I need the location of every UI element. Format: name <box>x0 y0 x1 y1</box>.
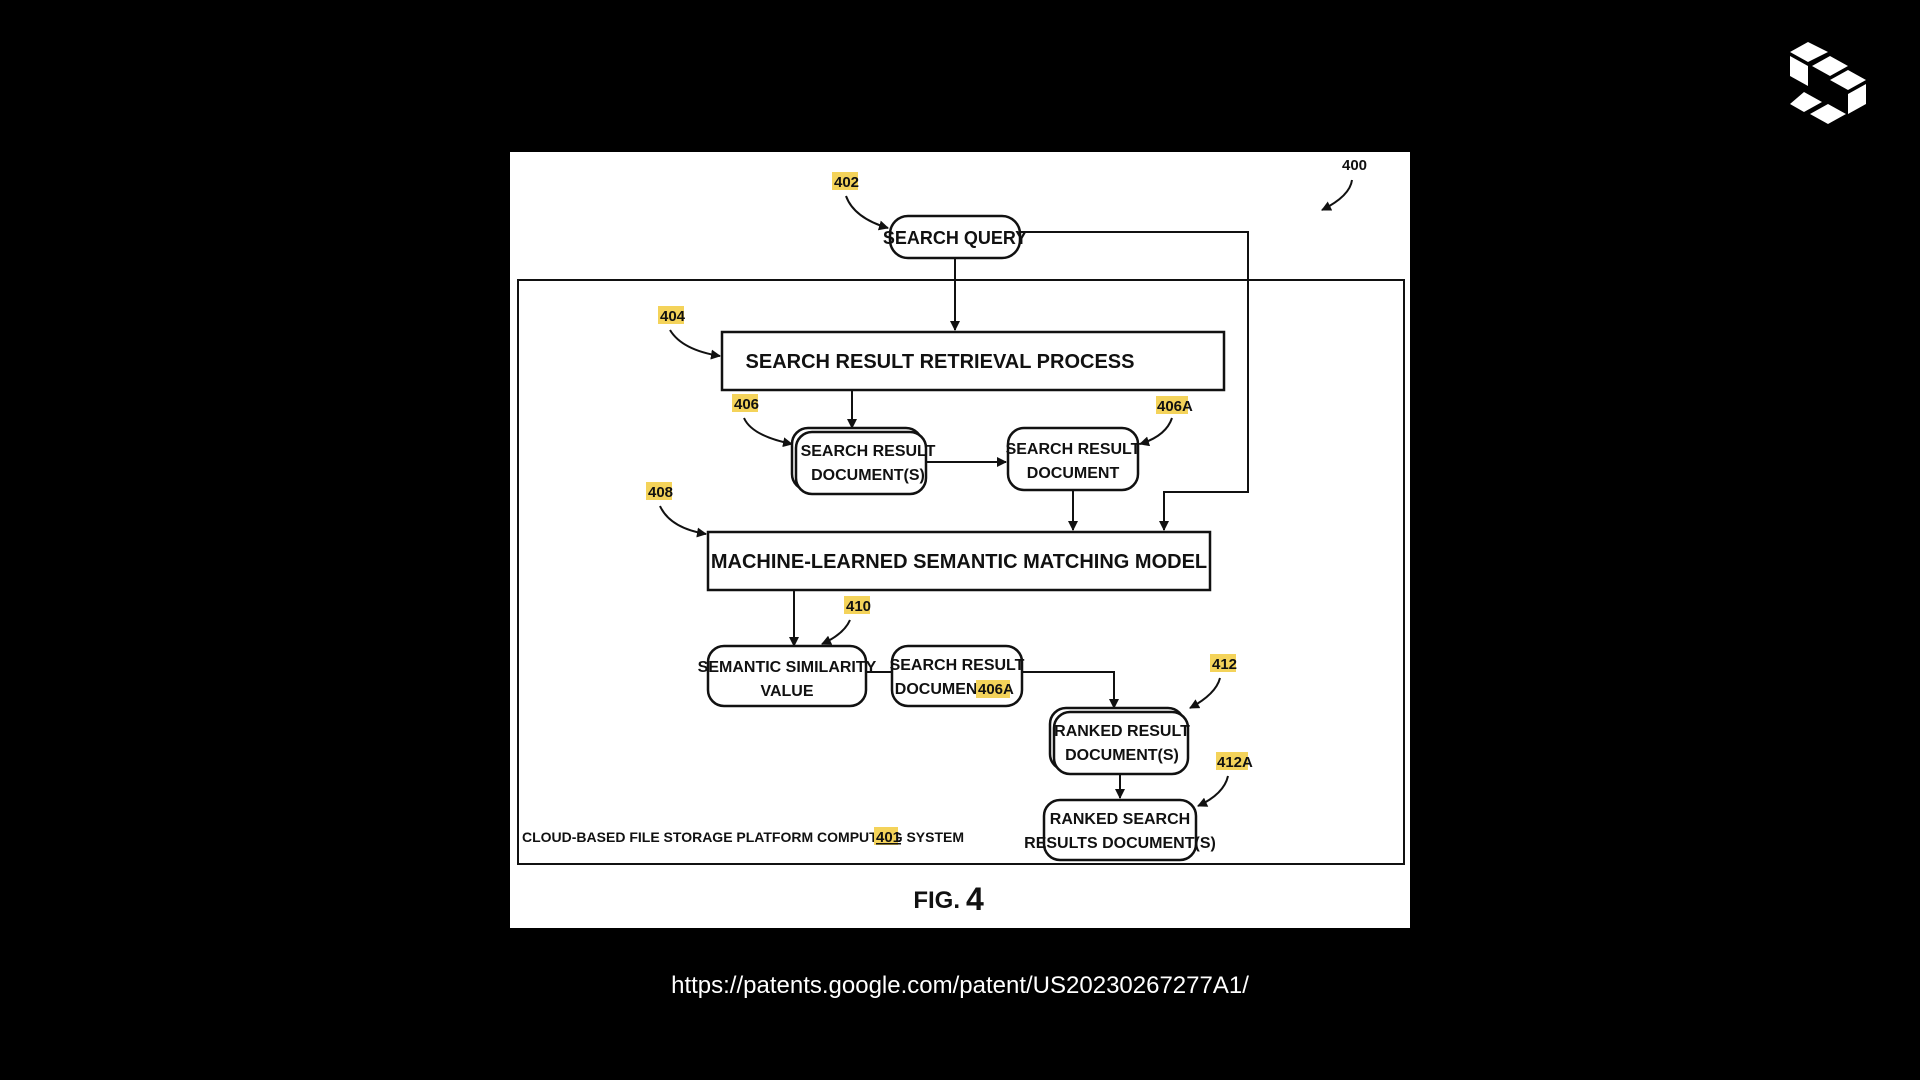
ref-412-arrow <box>1189 677 1221 709</box>
ref-412-highlight <box>1210 654 1236 672</box>
ref-402-arrow <box>845 195 889 231</box>
ref-402: 402 <box>834 174 859 191</box>
similarity-value-node <box>706 644 868 708</box>
ref-410: 410 <box>846 598 871 615</box>
matching-model-node <box>706 530 1212 592</box>
retrieval-process-label: SEARCH RESULT RETRIEVAL PROCESS <box>746 351 1135 373</box>
ranked-documents-line2: DOCUMENT(S) <box>1065 747 1179 764</box>
ref-412a-highlight <box>1216 752 1248 770</box>
figure-caption-prefix: FIG. <box>913 887 960 914</box>
retrieval-process-node <box>720 330 1226 392</box>
ref-408-arrow <box>659 505 707 538</box>
result-documents-line1: SEARCH RESULT <box>801 443 936 460</box>
ref-400: 400 <box>1342 157 1367 174</box>
ref-404: 404 <box>660 308 686 325</box>
ref-406-arrow <box>743 417 793 448</box>
ref-400-arrow <box>1321 179 1353 211</box>
brand-logo <box>1790 42 1866 132</box>
document-to-ranked-arrow <box>1022 671 1119 709</box>
ref-412: 412 <box>1212 656 1237 673</box>
source-url: https://patents.google.com/patent/US2023… <box>671 972 1249 999</box>
figure-caption-number: 4 <box>966 881 984 917</box>
ranked-search-results-line2: RESULTS DOCUMENT(S) <box>1024 835 1216 852</box>
ref-402-highlight <box>832 172 858 190</box>
similarity-value-line2: VALUE <box>760 683 813 700</box>
ranked-search-results-line1: RANKED SEARCH <box>1050 811 1190 828</box>
ranked-search-results-node <box>1042 798 1198 862</box>
ref-408: 408 <box>648 484 673 501</box>
stacked-s-logo-icon <box>1790 42 1866 124</box>
ref-406a-inline-highlight <box>976 680 1010 698</box>
ref-401-highlight <box>874 827 898 845</box>
result-document-406a-ref: 406A <box>978 681 1014 698</box>
ref-410-arrow <box>821 619 851 645</box>
similarity-value-line1: SEMANTIC SIMILARITY <box>698 659 877 676</box>
result-documents-line2: DOCUMENT(S) <box>811 467 925 484</box>
search-query-label: SEARCH QUERY <box>883 228 1027 248</box>
result-document-406a-line1: SEARCH RESULT <box>890 657 1025 674</box>
system-label: CLOUD-BASED FILE STORAGE PLATFORM COMPUT… <box>522 829 964 845</box>
ref-410-highlight <box>844 596 870 614</box>
query-to-model-arrow <box>1020 231 1249 531</box>
patent-figure: 400 SEARCH QUERY 402 SEARCH RESULT RETRI… <box>510 152 1410 928</box>
result-document-406a-line2: DOCUMENT <box>895 681 988 698</box>
ref-404-arrow <box>669 329 721 360</box>
ref-412a: 412A <box>1217 754 1253 771</box>
ref-406a-arrow <box>1139 417 1173 447</box>
ranked-documents-node <box>1052 710 1190 776</box>
result-document-line1: SEARCH RESULT <box>1006 441 1141 458</box>
result-document-line2: DOCUMENT <box>1027 465 1120 482</box>
ref-408-highlight <box>646 482 672 500</box>
system-boundary <box>517 279 1405 865</box>
matching-model-label: MACHINE-LEARNED SEMANTIC MATCHING MODEL <box>711 551 1207 573</box>
ref-406-highlight <box>732 394 758 412</box>
ref-406a-highlight <box>1156 396 1188 414</box>
ranked-documents-line1: RANKED RESULT <box>1054 723 1190 740</box>
ref-404-highlight <box>658 306 684 324</box>
ref-406: 406 <box>734 396 759 413</box>
system-ref: 401 <box>876 829 901 846</box>
result-documents-node <box>794 430 928 496</box>
ref-406a: 406A <box>1157 398 1193 415</box>
ref-412a-arrow <box>1197 775 1229 807</box>
